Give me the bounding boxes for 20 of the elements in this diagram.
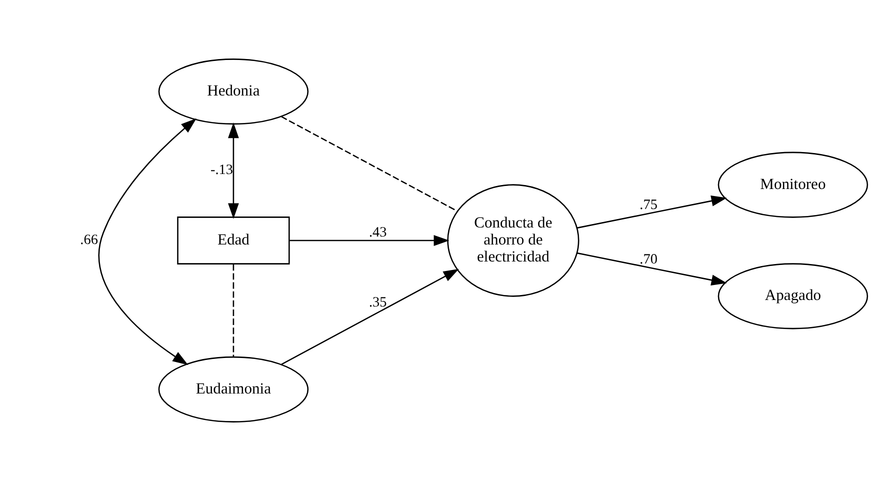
- edge-label: -.13: [210, 162, 233, 178]
- edge-label: .75: [639, 197, 657, 214]
- node-ellipse: Apagado: [717, 263, 868, 330]
- edge-label: .70: [639, 252, 657, 268]
- arrow: [576, 252, 726, 286]
- arrow: [576, 196, 726, 229]
- node-ellipse: Eudaimonia: [158, 356, 308, 422]
- arrow: [280, 268, 458, 366]
- node-ellipse: Hedonia: [158, 58, 308, 125]
- edge-label: .35: [368, 294, 386, 310]
- connector: [280, 116, 458, 212]
- node-ellipse: Monitoreo: [717, 152, 868, 218]
- arrow: [228, 122, 238, 219]
- edge-label: .43: [368, 224, 386, 240]
- arrow: [288, 235, 449, 246]
- arrow: [98, 118, 196, 365]
- node-box: Edad: [176, 216, 290, 264]
- edge-label: .66: [80, 232, 98, 248]
- node-ellipse: Conducta de ahorro de electricidad: [446, 184, 579, 297]
- connector: [232, 264, 234, 357]
